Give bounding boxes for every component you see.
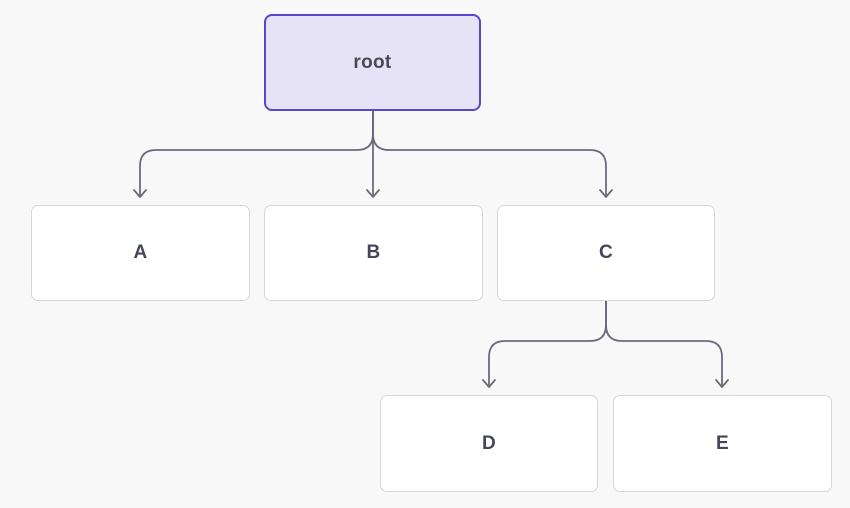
edge-c-d [482,300,607,388]
node-d-label: D [481,432,497,454]
tree-node-root[interactable]: root [264,14,481,111]
tree-node-b[interactable]: B [264,205,483,301]
node-root-label: root [353,51,392,73]
node-c-label: C [598,242,614,263]
arrowhead-c [599,189,613,198]
tree-node-d[interactable]: D [380,395,598,492]
arrowhead-d [482,379,496,388]
tree-node-a[interactable]: A [31,205,250,301]
edge-root-a [133,110,374,198]
arrowhead-b [366,189,380,198]
node-a-label: A [133,242,148,263]
node-b-label: B [366,242,381,263]
tree-node-e[interactable]: E [613,395,832,492]
node-e-label: E [716,432,729,454]
arrowhead-e [715,379,729,388]
tree-node-c[interactable]: C [497,205,715,301]
arrowhead-a [133,189,147,198]
edge-root-c [372,110,613,198]
edge-c-e [605,300,729,388]
edge-root-b [366,110,380,198]
